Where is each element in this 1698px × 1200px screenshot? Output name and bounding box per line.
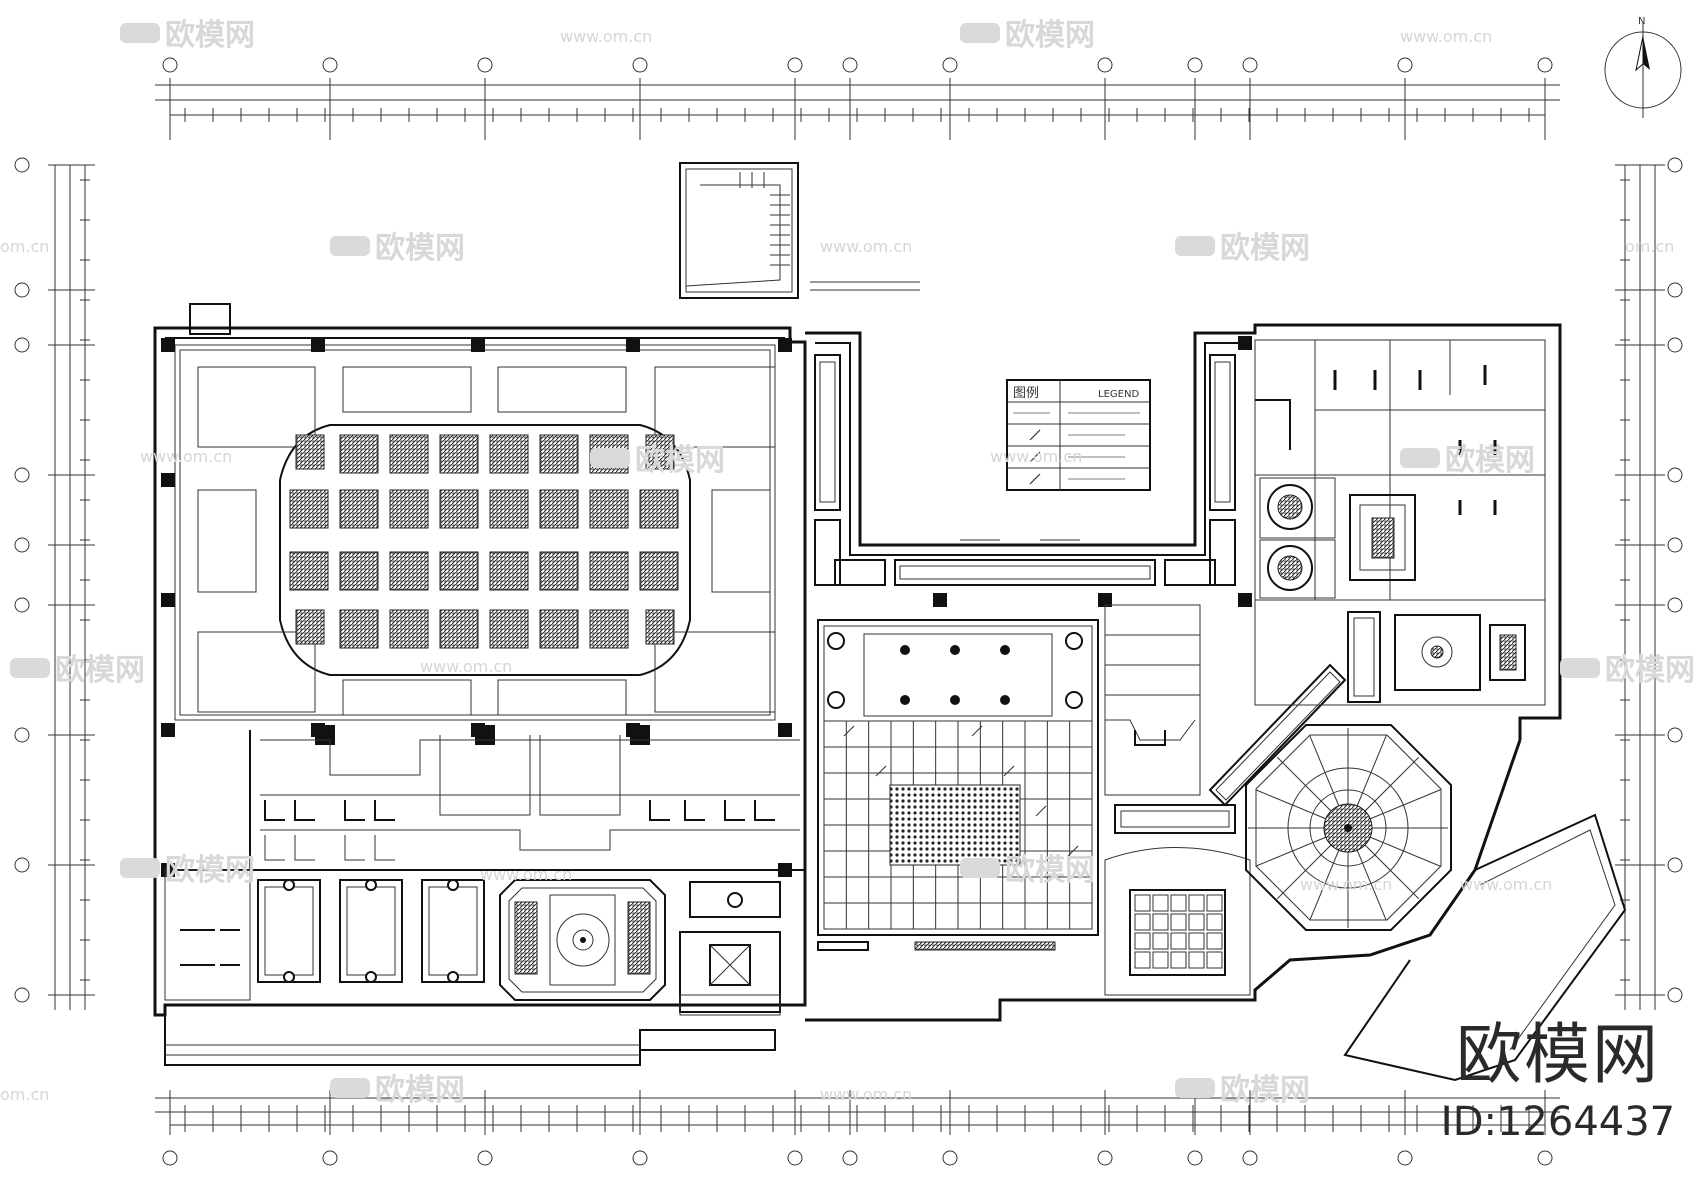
svg-text:om.cn: om.cn bbox=[0, 237, 49, 256]
north-arrow: N bbox=[1604, 16, 1682, 118]
legend-table: 图例 LEGEND bbox=[1006, 379, 1151, 491]
svg-text:欧模网: 欧模网 bbox=[1605, 653, 1695, 688]
octagon-room bbox=[1245, 724, 1627, 1082]
svg-text:欧模网: 欧模网 bbox=[1220, 1073, 1310, 1108]
grid-axis-bubbles bbox=[14, 57, 1683, 1166]
dimension-lines bbox=[48, 78, 1665, 1135]
watermarks: 欧模网欧模网欧模网欧模网欧模网欧模网欧模网欧模网欧模网欧模网欧模网欧模网www.… bbox=[0, 18, 1695, 1108]
central-hall bbox=[817, 619, 1099, 951]
central-u-corridor bbox=[814, 354, 1236, 586]
svg-text:欧模网: 欧模网 bbox=[165, 853, 255, 888]
svg-text:www.om.cn: www.om.cn bbox=[420, 657, 512, 676]
legend-header-en: LEGEND bbox=[1098, 389, 1139, 400]
middle-right-rooms bbox=[1104, 604, 1347, 996]
svg-text:欧模网: 欧模网 bbox=[375, 231, 465, 266]
svg-text:欧模网: 欧模网 bbox=[1005, 853, 1095, 888]
svg-text:欧模网: 欧模网 bbox=[55, 653, 145, 688]
svg-text:www.om.cn: www.om.cn bbox=[140, 447, 232, 466]
stair-detail bbox=[679, 162, 920, 299]
brand-name: 欧模网 bbox=[1456, 1016, 1660, 1093]
legend-header-cn: 图例 bbox=[1013, 386, 1039, 401]
banquet-hall bbox=[174, 344, 776, 721]
left-service-area bbox=[164, 730, 805, 1016]
svg-text:欧模网: 欧模网 bbox=[375, 1073, 465, 1108]
svg-text:欧模网: 欧模网 bbox=[1005, 18, 1095, 53]
svg-text:www.om.cn: www.om.cn bbox=[820, 237, 912, 256]
svg-text:欧模网: 欧模网 bbox=[165, 18, 255, 53]
structural-columns bbox=[161, 336, 1252, 877]
svg-text:www.om.cn: www.om.cn bbox=[480, 865, 572, 884]
svg-text:www.om.cn: www.om.cn bbox=[990, 447, 1082, 466]
svg-text:www.om.cn: www.om.cn bbox=[1300, 875, 1392, 894]
north-label: N bbox=[1638, 16, 1645, 27]
svg-text:欧模网: 欧模网 bbox=[635, 443, 725, 478]
svg-text:www.om.cn: www.om.cn bbox=[820, 1085, 912, 1104]
svg-text:欧模网: 欧模网 bbox=[1220, 231, 1310, 266]
brand-id: ID:1264437 bbox=[1440, 1099, 1676, 1145]
svg-text:www.om.cn: www.om.cn bbox=[560, 27, 652, 46]
svg-text:www.om.cn: www.om.cn bbox=[1460, 875, 1552, 894]
svg-text:om.cn: om.cn bbox=[0, 1085, 49, 1104]
top-right-rooms bbox=[1254, 339, 1546, 706]
svg-text:www.om.cn: www.om.cn bbox=[1400, 27, 1492, 46]
svg-text:om.cn: om.cn bbox=[1625, 237, 1674, 256]
svg-text:欧模网: 欧模网 bbox=[1445, 443, 1535, 478]
